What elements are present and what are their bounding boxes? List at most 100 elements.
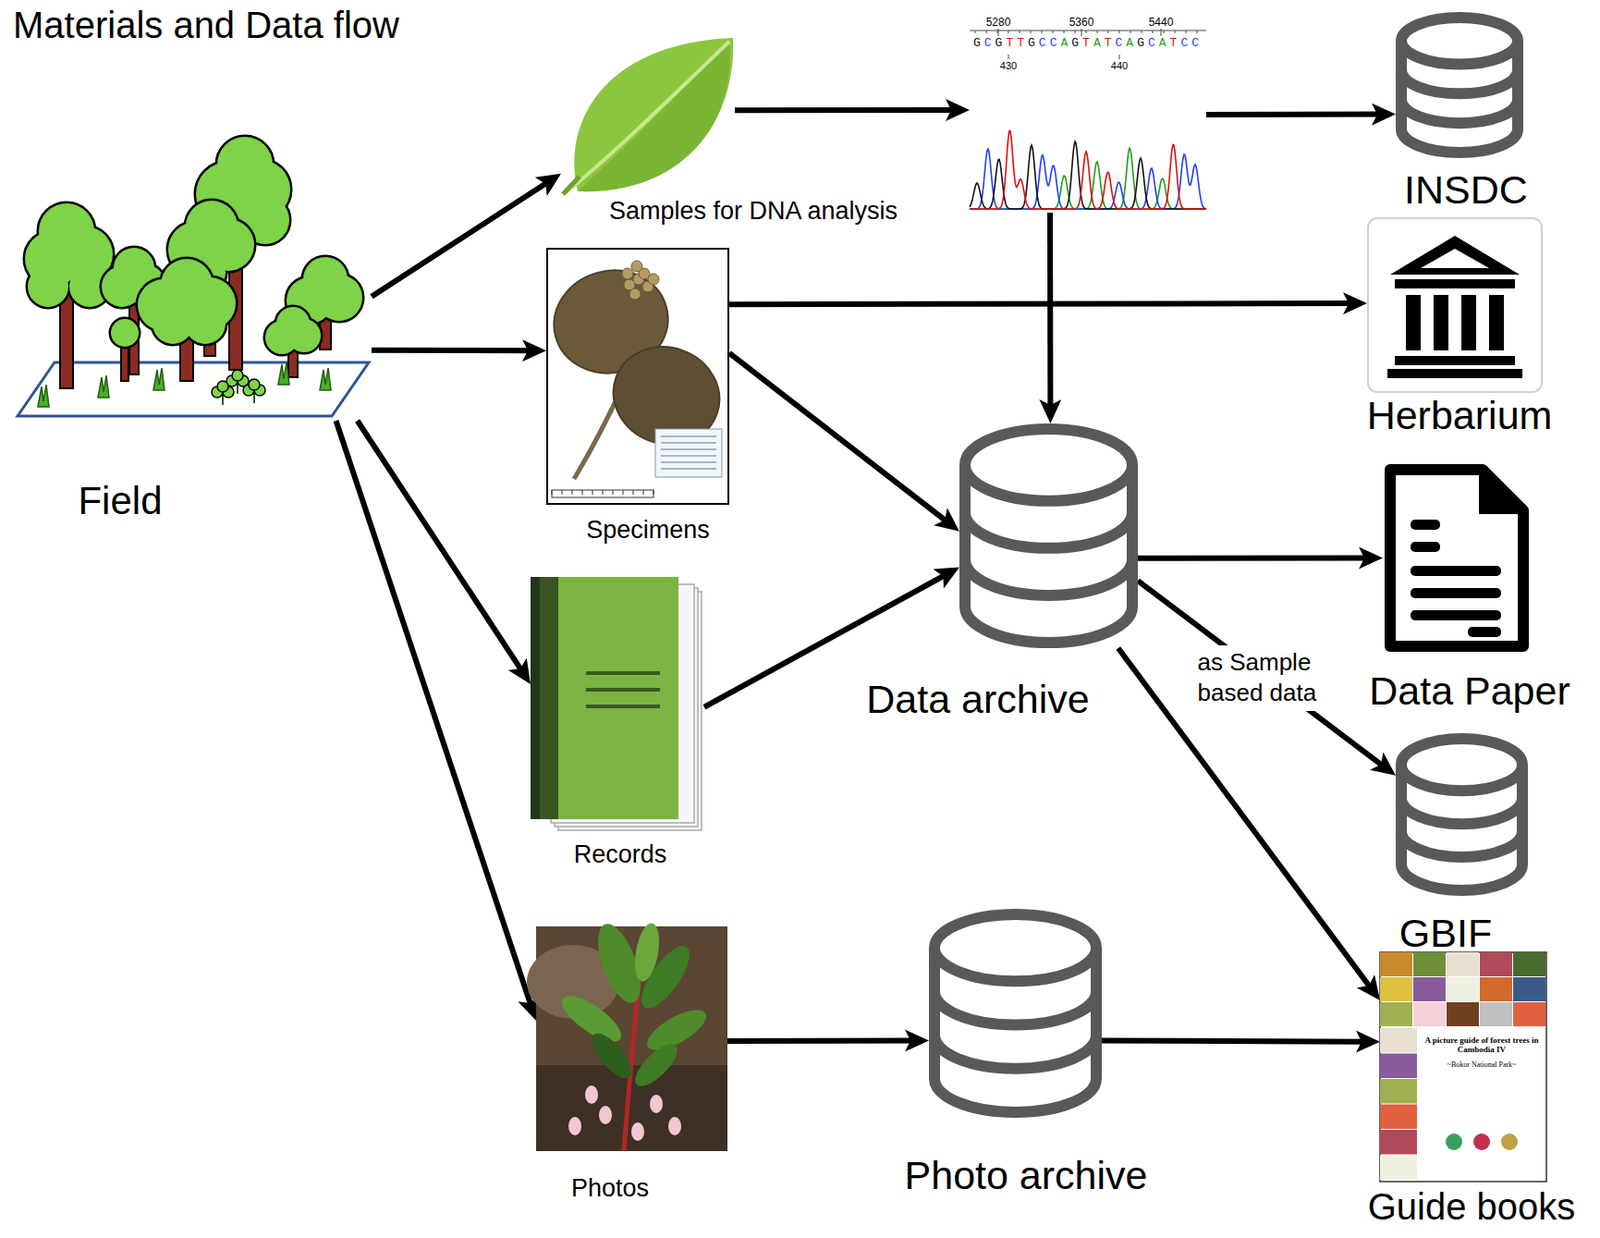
field-illustration: Field bbox=[15, 138, 372, 421]
shape-group bbox=[964, 428, 1133, 643]
node-shape bbox=[1367, 217, 1543, 393]
book-cover bbox=[530, 576, 679, 819]
position-number: 5440 bbox=[1148, 16, 1174, 30]
tree-crown-outline bbox=[185, 200, 238, 253]
cover-ground bbox=[1380, 952, 1547, 1182]
document-outline bbox=[1390, 469, 1524, 647]
ruler-tick bbox=[975, 30, 977, 34]
ruler-major-tick bbox=[1081, 28, 1083, 37]
flow-arrow bbox=[336, 420, 534, 1011]
ruler-major-tick bbox=[1160, 28, 1162, 37]
tree-crown-outline bbox=[303, 256, 348, 302]
flower bbox=[649, 1094, 663, 1113]
cover-logo bbox=[1501, 1133, 1518, 1150]
ruler-tick bbox=[622, 489, 624, 495]
flow-arrow bbox=[357, 420, 526, 675]
leaf-stem bbox=[562, 176, 580, 195]
shape-group bbox=[1380, 952, 1547, 1182]
node-caption: Specimens bbox=[586, 515, 710, 545]
ruler-line bbox=[969, 30, 1207, 32]
cylinder-band bbox=[964, 559, 1133, 596]
diagram-title: Materials and Data flow bbox=[12, 3, 400, 47]
shape-group bbox=[934, 914, 1097, 1112]
cylinder-band bbox=[1401, 70, 1518, 94]
node-shape bbox=[928, 908, 1102, 1118]
ruler-tick bbox=[1119, 30, 1121, 34]
shape-group bbox=[1401, 17, 1518, 153]
cylinder-top bbox=[934, 914, 1097, 981]
sequence-letter: A bbox=[1060, 36, 1072, 50]
sequence-letter: G bbox=[995, 36, 1007, 50]
cylinder-band bbox=[934, 990, 1097, 1025]
node-caption: Guide books bbox=[1367, 1184, 1576, 1228]
cover-line bbox=[586, 671, 660, 675]
node-shape bbox=[1395, 12, 1524, 159]
notebook-icon: Records bbox=[530, 576, 705, 832]
sequence-letter: G bbox=[1027, 36, 1039, 50]
base bbox=[1394, 355, 1515, 366]
cover-photo bbox=[1513, 1001, 1546, 1026]
ruler-tick bbox=[643, 489, 645, 495]
specimen-fruit bbox=[622, 268, 634, 280]
tree-crown bbox=[38, 203, 95, 259]
flow-arrow bbox=[371, 347, 536, 354]
node-caption: GBIF bbox=[1399, 910, 1492, 956]
cover-photo bbox=[1380, 1027, 1417, 1053]
specimen-label bbox=[655, 428, 722, 477]
cover-photo bbox=[1479, 952, 1513, 977]
shape-group bbox=[526, 918, 728, 1151]
flow-arrow bbox=[729, 303, 1356, 305]
ruler-tick bbox=[1063, 30, 1065, 34]
cover-photo bbox=[1479, 977, 1513, 1002]
sequence-letter: C bbox=[1148, 36, 1160, 50]
leaf-midrib bbox=[564, 41, 730, 194]
node-caption: Herbarium bbox=[1367, 392, 1553, 439]
tree-crown bbox=[185, 200, 238, 253]
node-shape bbox=[530, 576, 705, 832]
cylinder-band bbox=[964, 512, 1133, 549]
label-line bbox=[660, 455, 717, 457]
tree-crown-outline bbox=[217, 136, 273, 193]
tree-crown bbox=[160, 258, 213, 311]
sequence-letter: C bbox=[984, 36, 996, 50]
tree-crown-outline bbox=[160, 258, 213, 311]
node-caption: Photos bbox=[571, 1173, 649, 1203]
cover-photo bbox=[1380, 1155, 1417, 1181]
ruler-tick bbox=[592, 489, 594, 495]
grass-blade bbox=[319, 367, 331, 391]
node-caption: Data archive bbox=[866, 676, 1089, 722]
sequence-letter: C bbox=[1038, 36, 1051, 50]
node-shape bbox=[15, 138, 372, 421]
node-caption: Data Paper bbox=[1368, 668, 1571, 714]
column bbox=[1489, 294, 1504, 351]
ruler-tick bbox=[997, 30, 999, 34]
cover-photo bbox=[1380, 1053, 1417, 1079]
sequence-letter: T bbox=[1082, 36, 1094, 50]
cover-subtitle: ~Bokor National Park~ bbox=[1447, 1060, 1517, 1069]
leaf-icon: Samples for DNA analysis bbox=[561, 36, 735, 195]
flow-arrow bbox=[1047, 212, 1053, 413]
position-number: 430 bbox=[1000, 60, 1017, 73]
cover-photo bbox=[1446, 1001, 1479, 1026]
specimen-sheet: Specimens bbox=[546, 247, 730, 505]
cylinder-top bbox=[1401, 17, 1518, 65]
plant-leaf bbox=[628, 1037, 684, 1092]
node-caption: INSDC bbox=[1404, 167, 1528, 213]
cylinder-band bbox=[1401, 797, 1523, 824]
icon-frame bbox=[1367, 218, 1542, 392]
sequence-letter: T bbox=[1016, 36, 1028, 50]
cover-photo bbox=[1479, 1001, 1513, 1026]
position-number: 5280 bbox=[986, 16, 1012, 30]
node-shape bbox=[536, 926, 728, 1151]
cover-photo bbox=[1513, 977, 1546, 1002]
database-cylinder: INSDC bbox=[1395, 12, 1524, 159]
label-line bbox=[660, 468, 717, 470]
tree-crown bbox=[217, 136, 273, 193]
base bbox=[1387, 368, 1523, 379]
sequence-letter: G bbox=[1071, 36, 1083, 50]
cover-photo bbox=[1446, 977, 1479, 1002]
sequence-letter: T bbox=[1005, 36, 1017, 50]
document-line bbox=[1467, 626, 1502, 637]
flow-arrow bbox=[1137, 555, 1372, 562]
